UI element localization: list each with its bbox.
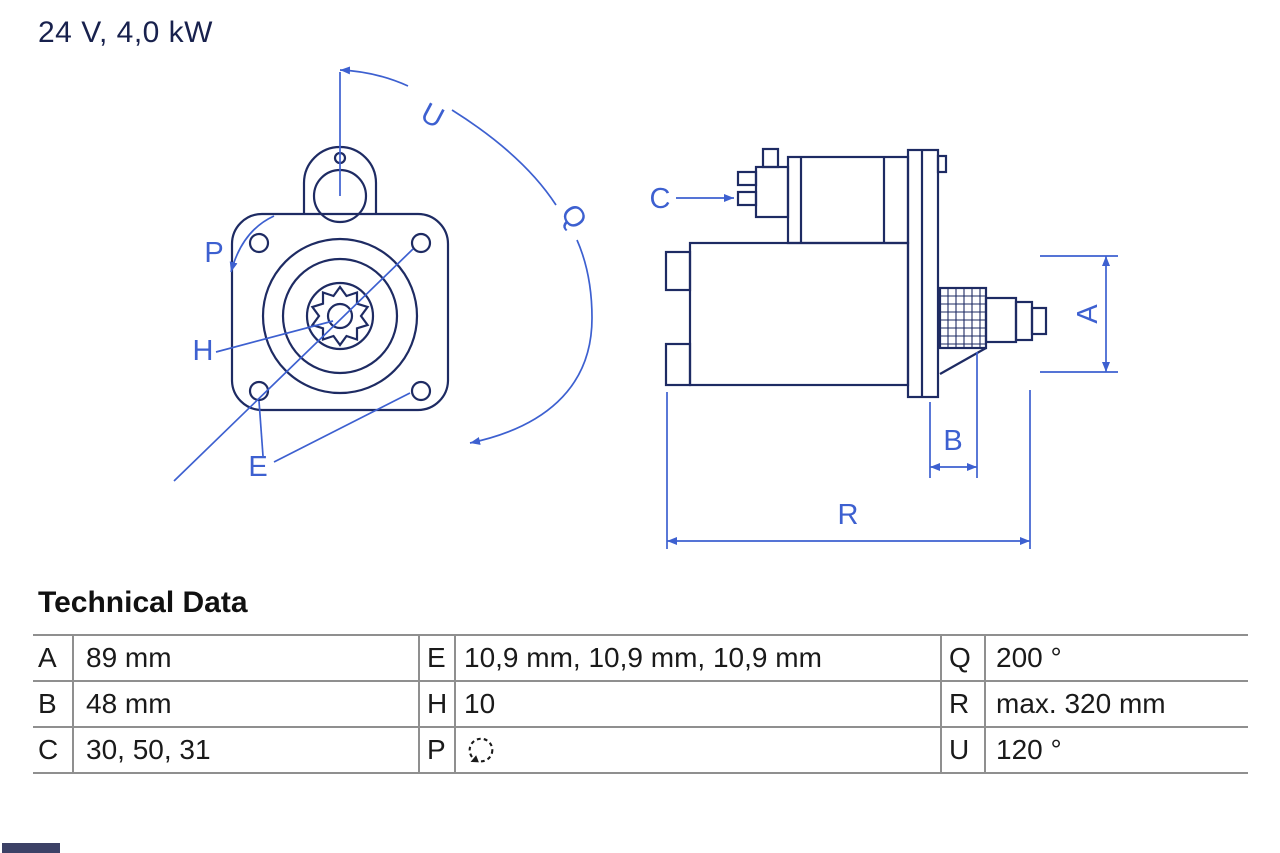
page-title: 24 V, 4,0 kW (38, 16, 213, 49)
motor-body (688, 241, 910, 387)
pinion-outline (305, 281, 375, 351)
label-U: U (415, 97, 449, 135)
label-B: B (943, 425, 962, 457)
shaft-end-tip (1030, 306, 1048, 336)
nose-cone-edge (939, 347, 987, 375)
leader-H (215, 320, 334, 353)
leader-E (258, 400, 264, 457)
table-row: C 30, 50, 31 P U 120 ° (33, 726, 1248, 774)
spec-key: P (418, 726, 456, 774)
spec-value: 200 ° (984, 634, 1248, 682)
brand-logo-fragment (2, 843, 60, 853)
solenoid (786, 155, 910, 245)
label-H: H (193, 335, 214, 367)
label-P: P (204, 237, 223, 269)
label-E: E (248, 451, 267, 483)
leader-E (273, 392, 411, 463)
body-tab (664, 250, 692, 292)
rotation-direction-icon (468, 737, 494, 764)
spec-value: 48 mm (72, 680, 420, 728)
dimension-lines (173, 66, 1118, 549)
plate-step (936, 154, 948, 174)
label-C: C (650, 183, 671, 215)
shaft-bore (326, 302, 354, 330)
label-Q: Q (554, 199, 593, 236)
spec-value: 89 mm (72, 634, 420, 682)
drive-shaft (984, 296, 1018, 344)
spec-key: U (940, 726, 986, 774)
leader-E (173, 248, 414, 482)
housing-inner-circle (281, 257, 399, 375)
rotation-arrow (229, 215, 275, 273)
technical-data-table: A 89 mm E 10,9 mm, 10,9 mm, 10,9 mm Q 20… (33, 634, 1248, 774)
pinion-gear (938, 286, 988, 350)
spec-key: A (33, 634, 74, 682)
terminal-stud (761, 147, 780, 169)
spec-value (454, 726, 942, 774)
spec-value: 10,9 mm, 10,9 mm, 10,9 mm (454, 634, 942, 682)
spec-key: Q (940, 634, 986, 682)
terminal-block (754, 165, 790, 219)
table-row: B 48 mm H 10 R max. 320 mm (33, 680, 1248, 728)
shaft-end-cap (1014, 300, 1034, 342)
spec-value: 10 (454, 680, 942, 728)
front-view (230, 145, 450, 412)
label-A: A (1072, 304, 1104, 324)
bolt-hole (410, 232, 432, 254)
label-R: R (838, 499, 859, 531)
spec-key: R (940, 680, 986, 728)
spec-value: max. 320 mm (984, 680, 1248, 728)
terminal-stud (736, 170, 758, 187)
side-view (664, 147, 1048, 399)
spec-value: 30, 50, 31 (72, 726, 420, 774)
technical-drawing: U Q P H E C A B R (173, 66, 1118, 549)
mounting-flange (230, 212, 450, 412)
bolt-hole (248, 380, 270, 402)
bolt-hole (248, 232, 270, 254)
spec-value: 120 ° (984, 726, 1248, 774)
spec-key: B (33, 680, 74, 728)
housing-outer-circle (261, 237, 419, 395)
technical-data-heading: Technical Data (38, 586, 248, 619)
pinion-teeth-hatch (940, 288, 986, 348)
body-tab (664, 342, 692, 387)
bolt-hole (410, 380, 432, 402)
table-row: A 89 mm E 10,9 mm, 10,9 mm, 10,9 mm Q 20… (33, 634, 1248, 682)
spec-key: E (418, 634, 456, 682)
spec-key: C (33, 726, 74, 774)
spec-key: H (418, 680, 456, 728)
spline-gear (310, 285, 370, 347)
terminal-stud (736, 190, 758, 207)
